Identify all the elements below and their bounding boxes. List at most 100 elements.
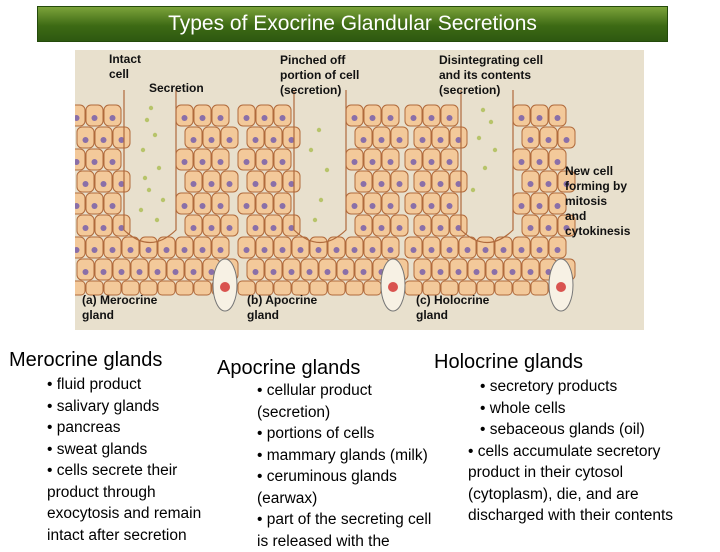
apocrine-cell <box>363 280 382 296</box>
caption-merocrine: (a) Merocrine gland <box>82 293 158 322</box>
holocrine-nucleus <box>536 159 543 165</box>
apocrine-list: • cellular product (secretion) • portion… <box>257 380 457 552</box>
holocrine-nucleus <box>554 247 561 253</box>
secretion-granule <box>480 107 486 113</box>
holocrine-nucleus <box>446 159 453 165</box>
holocrine-nucleus <box>437 269 444 275</box>
apocrine-nucleus <box>351 159 358 165</box>
merocrine-nucleus <box>109 203 116 209</box>
merocrine-nucleus <box>199 159 206 165</box>
holocrine-nucleus <box>428 203 435 209</box>
apocrine-cell <box>255 280 274 296</box>
apocrine-nucleus <box>252 181 259 187</box>
label-disintegrating-cell: Disintegrating cell and its contents (se… <box>439 53 544 97</box>
merocrine-nucleus <box>118 269 125 275</box>
list-item: • mammary glands (milk) <box>257 446 428 464</box>
list-item: • cells accumulate secretory product in … <box>468 442 674 525</box>
apocrine-nucleus <box>369 115 376 121</box>
apocrine-nucleus <box>279 115 286 121</box>
holocrine-nucleus <box>545 137 552 143</box>
apocrine-nucleus <box>288 181 295 187</box>
holocrine-nucleus <box>563 225 570 231</box>
holocrine-nucleus <box>563 181 570 187</box>
holocrine-nucleus <box>419 225 426 231</box>
apocrine-nucleus <box>270 225 277 231</box>
secretion-granule <box>470 187 476 193</box>
merocrine-nucleus <box>190 137 197 143</box>
merocrine-nucleus <box>190 181 197 187</box>
merocrine-nucleus <box>226 137 233 143</box>
merocrine-nucleus <box>208 137 215 143</box>
merocrine-nucleus <box>199 115 206 121</box>
merocrine-nucleus <box>208 225 215 231</box>
secretion-granule <box>148 105 154 111</box>
holocrine-nucleus <box>527 269 534 275</box>
list-item: • part of the secreting cell is released… <box>257 511 432 550</box>
secretion-granule <box>476 135 482 141</box>
holocrine-cell <box>476 280 495 296</box>
holocrine-nucleus <box>491 269 498 275</box>
apocrine-nucleus <box>288 269 295 275</box>
apocrine-nucleus <box>369 247 376 253</box>
heading-merocrine: Merocrine glands <box>9 349 163 371</box>
secretion-granule <box>144 117 150 123</box>
apocrine-cell <box>237 280 256 296</box>
apocrine-nucleus <box>252 225 259 231</box>
holocrine-nucleus <box>410 203 417 209</box>
holocrine-nucleus <box>446 203 453 209</box>
list-item: • secretory products <box>480 378 618 395</box>
apocrine-nucleus <box>396 181 403 187</box>
merocrine-nucleus <box>172 269 179 275</box>
holocrine-nucleus <box>527 225 534 231</box>
apocrine-cell <box>327 280 346 296</box>
secretion-granule <box>142 175 148 181</box>
apocrine-nucleus <box>378 181 385 187</box>
merocrine-nucleus <box>91 247 98 253</box>
holocrine-nucleus <box>446 247 453 253</box>
apocrine-nucleus <box>360 225 367 231</box>
holocrine-nucleus <box>536 115 543 121</box>
apocrine-cell <box>309 280 328 296</box>
holocrine-list: • secretory products • whole cells • seb… <box>468 376 718 527</box>
apocrine-nucleus <box>333 247 340 253</box>
merocrine-cell <box>175 280 194 296</box>
apocrine-nucleus <box>279 203 286 209</box>
secretion-granule <box>138 207 144 213</box>
holocrine-cell <box>530 280 549 296</box>
label-new-cell: New cell forming by mitosis and cytokine… <box>565 164 631 238</box>
apocrine-nucleus <box>270 181 277 187</box>
holocrine-nucleus <box>518 159 525 165</box>
merocrine-nucleus <box>118 225 125 231</box>
holocrine-nucleus <box>464 247 471 253</box>
apocrine-nucleus <box>396 225 403 231</box>
list-item: • sweat glands <box>47 440 148 458</box>
apocrine-nucleus <box>360 181 367 187</box>
apocrine-nucleus <box>369 159 376 165</box>
merocrine-nucleus <box>136 269 143 275</box>
label-pinched-off: Pinched off portion of cell (secretion) <box>280 53 360 97</box>
merocrine-nucleus <box>226 181 233 187</box>
list-item: • sebaceous glands (oil) <box>480 421 645 438</box>
holocrine-nucleus <box>455 269 462 275</box>
holocrine-nucleus <box>527 137 534 143</box>
secretion-granule <box>140 147 146 153</box>
merocrine-list: • fluid product • salivary glands • panc… <box>47 374 227 546</box>
apocrine-nucleus <box>351 203 358 209</box>
holocrine-nucleus <box>446 115 453 121</box>
holocrine-lumen <box>460 90 514 243</box>
secretion-granule <box>324 167 330 173</box>
merocrine-nucleus <box>118 137 125 143</box>
heading-apocrine: Apocrine glands <box>217 357 361 379</box>
apocrine-nucleus <box>243 203 250 209</box>
holocrine-nucleus <box>518 203 525 209</box>
list-item: • pancreas <box>47 419 121 436</box>
apocrine-nucleus <box>270 137 277 143</box>
merocrine-nucleus <box>75 203 80 209</box>
apocrine-nucleus <box>387 159 394 165</box>
slide-title: Types of Exocrine Glandular Secretions <box>37 6 668 42</box>
merocrine-nucleus <box>127 247 134 253</box>
merocrine-nucleus <box>118 181 125 187</box>
apocrine-cell <box>273 280 292 296</box>
secretion-granule <box>160 197 166 203</box>
list-item: • whole cells <box>480 399 566 417</box>
